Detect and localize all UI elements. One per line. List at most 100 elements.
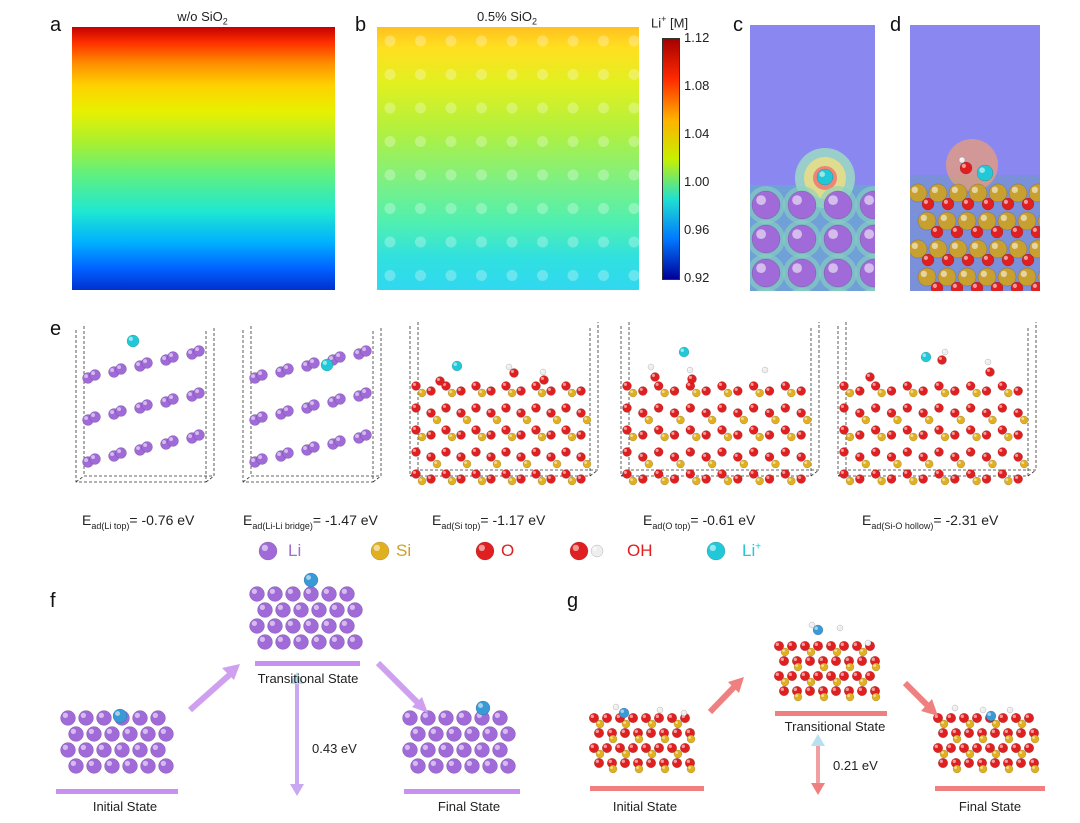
o-atom — [441, 403, 451, 413]
si-atom-highlight — [494, 461, 497, 464]
li-atom-highlight — [494, 712, 500, 718]
o-atom-highlight — [814, 642, 818, 646]
o-atom — [950, 757, 962, 769]
colorbar-tick-label: 1.08 — [684, 78, 710, 93]
o-atom — [561, 403, 571, 413]
si-atom — [965, 719, 975, 729]
o-atom — [1028, 727, 1040, 739]
o-atom-highlight — [487, 475, 491, 479]
sio2-particle — [476, 69, 487, 80]
o-atom-highlight — [947, 744, 951, 748]
o-atom — [886, 430, 897, 440]
o-atom-highlight — [621, 729, 625, 733]
si-atom-highlight — [623, 751, 626, 754]
li-atom-highlight — [258, 413, 263, 418]
o-atom — [658, 757, 670, 769]
li-atom-highlight — [329, 440, 334, 445]
si-atom-highlight — [954, 766, 957, 769]
li-atom-highlight — [169, 353, 173, 358]
o-atom-highlight — [472, 382, 476, 386]
o-atom-highlight — [983, 199, 988, 204]
o-atom-highlight — [999, 448, 1003, 452]
si-atom-highlight — [911, 186, 918, 194]
li-atom — [303, 586, 319, 602]
o-atom-highlight — [840, 382, 844, 386]
li-atom — [301, 402, 313, 414]
o-atom-highlight — [888, 431, 892, 435]
li-atom-highlight — [484, 760, 490, 766]
li-atom-highlight — [303, 362, 308, 367]
o-atom — [965, 381, 976, 391]
si-atom — [567, 388, 577, 398]
f-arrow-1-head — [222, 664, 240, 680]
sio2-particle — [415, 169, 426, 181]
o-atom — [576, 430, 586, 440]
si-atom — [628, 388, 638, 398]
o-atom — [748, 381, 759, 391]
li-atom-highlight — [362, 431, 367, 436]
o-atom — [684, 727, 696, 739]
li-atom-highlight — [284, 365, 289, 370]
si-atom — [909, 432, 918, 442]
o-atom — [918, 386, 928, 396]
si-atom-highlight — [569, 478, 572, 481]
si-atom-highlight — [973, 478, 977, 481]
si-atom-highlight — [942, 478, 945, 481]
li-atom — [122, 726, 138, 742]
o-atom-highlight — [532, 470, 536, 474]
o-atom — [812, 670, 824, 682]
o-atom-highlight — [840, 642, 844, 646]
li-atom — [446, 758, 462, 774]
sio2-particle — [628, 270, 639, 281]
si-atom — [877, 388, 886, 398]
li-atom-highlight — [336, 353, 341, 358]
li-atom — [360, 429, 372, 441]
li-atom-highlight — [287, 620, 293, 626]
si-atom-highlight — [863, 461, 866, 464]
si-atom — [595, 719, 605, 729]
o-atom-highlight — [734, 431, 738, 435]
o-atom-highlight — [671, 453, 675, 457]
li-ion — [976, 164, 994, 182]
li-ion-highlight — [620, 709, 624, 713]
f-arrow-2-head — [412, 697, 428, 713]
o-atom — [531, 403, 541, 413]
adsorption-energy-li-top: Ead(Li top)= -0.76 eV — [82, 512, 195, 531]
o-atom-highlight — [547, 475, 551, 479]
sio2-particle — [476, 35, 487, 47]
o-atom-highlight — [472, 448, 476, 452]
si-atom — [644, 415, 654, 425]
li-atom — [275, 634, 291, 650]
o-atom — [456, 386, 466, 396]
si-atom — [780, 647, 790, 657]
li-atom-highlight — [188, 350, 192, 355]
o-atom — [864, 640, 876, 652]
panel-label-g: g — [567, 590, 579, 612]
o-atom-highlight — [562, 404, 566, 408]
si-atom-highlight — [772, 461, 776, 464]
h-atom — [951, 704, 959, 712]
li-ion-highlight — [987, 712, 991, 716]
li-atom — [134, 444, 146, 456]
li-atom — [301, 444, 313, 456]
li-atom — [823, 258, 853, 288]
o-atom-highlight — [703, 409, 707, 413]
o-atom — [632, 757, 644, 769]
li-atom — [823, 190, 853, 220]
si-atom — [1030, 734, 1040, 744]
li-atom-highlight — [305, 620, 311, 626]
sio2-particle — [628, 69, 639, 80]
si-atom-highlight — [623, 721, 626, 724]
o-atom — [653, 469, 664, 479]
o-atom — [748, 403, 759, 413]
o-atom-highlight — [872, 470, 876, 474]
si-atom-highlight — [993, 751, 996, 754]
li-atom — [275, 602, 291, 618]
f-transitional-bar — [255, 661, 360, 666]
o-atom-highlight — [960, 714, 964, 718]
si-atom — [537, 432, 547, 442]
o-atom — [870, 403, 881, 413]
si-atom-highlight — [479, 390, 482, 393]
si-atom-highlight — [661, 434, 665, 437]
li-ion — [618, 707, 630, 719]
